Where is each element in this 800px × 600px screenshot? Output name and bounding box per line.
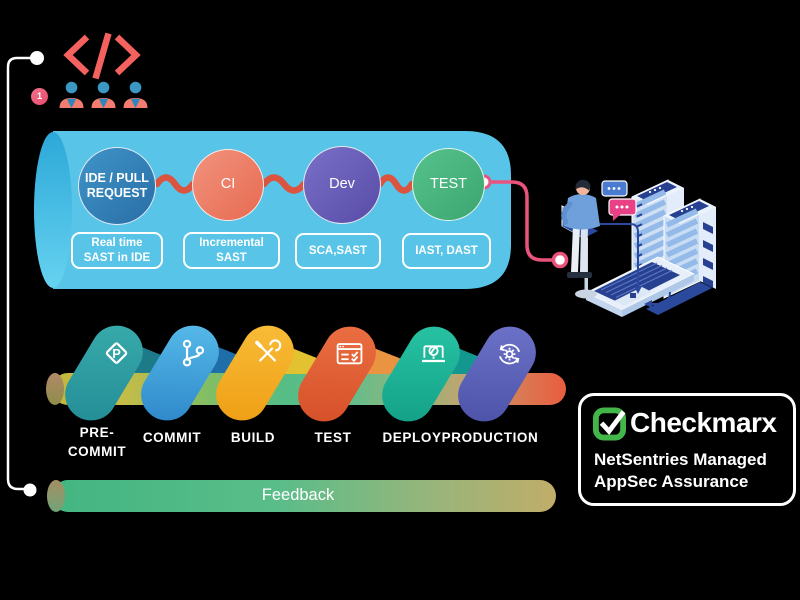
security-box-test: IAST, DAST: [402, 233, 491, 269]
tools-icon: [254, 339, 281, 362]
flow-label-build: BUILD: [230, 430, 276, 445]
stage-circle-test: TEST: [412, 148, 485, 221]
checklist-icon: [336, 342, 362, 364]
stage-circle-label: Dev: [329, 176, 355, 193]
flow-capsule-commit: [131, 315, 229, 431]
git-branch-icon: [182, 339, 204, 367]
flow-capsule-test: [288, 316, 386, 432]
stage-circle-label: TEST: [429, 175, 468, 192]
chat-bubble-icons: [601, 180, 637, 221]
checkmarx-logo-row: Checkmarx: [592, 404, 782, 442]
checkmarx-wordmark: Checkmarx: [630, 407, 777, 438]
feedback-ribbon: [47, 480, 556, 512]
flow-label-commit: COMMIT: [142, 430, 202, 445]
developer-icon: [59, 81, 84, 108]
network-wires: [598, 223, 671, 308]
code-brackets-icon: [62, 32, 142, 85]
svg-text:P: P: [112, 346, 121, 361]
security-box-ci: Incremental SAST: [183, 232, 280, 269]
white-loop-path: [6, 51, 44, 497]
flow-capsule-build: [206, 315, 304, 431]
developer-person: [561, 179, 600, 278]
tagline-line2: AppSec Assurance: [594, 472, 749, 492]
pipeline-cylinder: [34, 131, 511, 289]
tagline-line1: NetSentries Managed: [594, 450, 767, 469]
flow-label-pre-commit: PRE- COMMIT: [67, 425, 127, 459]
feedback-label: Feedback: [261, 486, 335, 504]
security-box-ide: Real time SAST in IDE: [71, 232, 163, 269]
flow-capsule-pre-commit: P: [55, 315, 153, 431]
stage-circle-label: IDE / PULL REQUEST: [85, 171, 149, 200]
checkmarx-check-icon: [592, 407, 627, 441]
stage-circle-dev: Dev: [303, 146, 381, 224]
flow-label-deploy: DEPLOY: [382, 430, 442, 445]
developer-environment-illustration: [561, 179, 716, 317]
step-badge: 1: [31, 88, 48, 105]
flow-capsule-deploy: [372, 316, 470, 432]
stage-circle-label: CI: [220, 176, 236, 193]
pre-commit-icon: P: [105, 342, 127, 364]
stage-circle-ide-pull-request: IDE / PULL REQUEST: [78, 147, 156, 225]
developer-icon: [91, 81, 116, 108]
checkmarx-card: Checkmarx NetSentries Managed AppSec Ass…: [578, 393, 796, 506]
stage-circle-ci: CI: [192, 149, 264, 221]
flow-label-test: TEST: [314, 430, 352, 445]
developer-team: [58, 80, 149, 108]
wavy-connectors: [153, 174, 416, 194]
security-box-dev: SCA,SAST: [295, 233, 381, 269]
deploy-laptop-icon: [421, 345, 445, 362]
flow-capsule-production: [448, 316, 546, 432]
developer-icon: [123, 81, 148, 108]
flow-label-production: PRODUCTION: [441, 430, 539, 445]
gear-cycle-icon: [498, 343, 520, 365]
